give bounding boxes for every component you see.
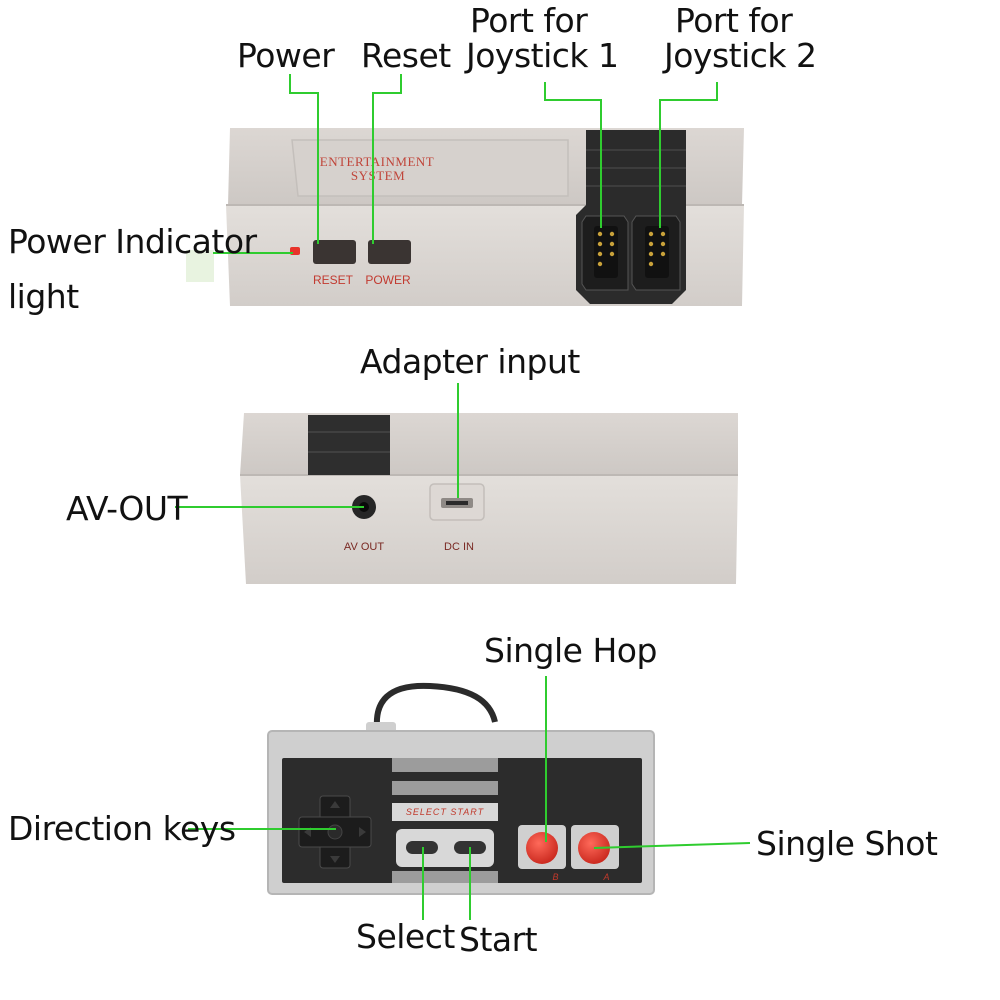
power-button[interactable] [368, 240, 411, 264]
back-rear-face [240, 475, 738, 584]
callout-av-out: AV-OUT [66, 489, 189, 528]
indicator-highlight [186, 250, 214, 282]
callout-reset: Reset [361, 36, 451, 75]
b-button-print: B [552, 872, 559, 882]
select-start-print: SELECT START [406, 807, 485, 817]
callout-direction-keys: Direction keys [8, 809, 236, 848]
reset-leader [372, 74, 402, 244]
reset-button[interactable] [313, 240, 356, 264]
single-shot-leader [593, 842, 751, 849]
callout-power: Power [237, 36, 335, 75]
port1-leader [544, 82, 602, 228]
callout-port2-line2: Joystick 2 [662, 36, 817, 75]
b-button[interactable] [526, 832, 558, 864]
emblem-line2: SYSTEM [351, 168, 405, 183]
joystick-port-2[interactable] [631, 215, 681, 291]
callout-start: Start [459, 920, 538, 959]
av-out-print: AV OUT [344, 541, 384, 553]
callout-adapter-input: Adapter input [360, 342, 580, 381]
power-button-label: POWER [365, 273, 411, 287]
callout-single-hop: Single Hop [484, 631, 657, 670]
a-button-print: A [602, 872, 610, 882]
back-dark-panel [308, 415, 390, 475]
callout-single-shot: Single Shot [756, 824, 938, 863]
joystick-port-1[interactable] [581, 215, 629, 291]
callout-power-indicator-line1: Power Indicator [8, 222, 258, 261]
controller-view: SELECT START B A [267, 682, 655, 895]
console-back-view: AV OUT DC IN [240, 413, 738, 584]
dc-in-port[interactable] [429, 483, 485, 521]
callout-port2-line1: Port for [675, 1, 793, 40]
console-front-view: ENTERTAINMENT SYSTEM RESET POWER [226, 128, 744, 306]
console-lid [291, 139, 569, 197]
emblem-line1: ENTERTAINMENT [320, 154, 434, 169]
direction-pad[interactable] [298, 795, 372, 869]
callout-labels: Power Reset Port for Joystick 1 Port for… [8, 1, 938, 959]
callout-select: Select [356, 917, 455, 956]
leader-lines [175, 74, 751, 920]
callout-port1-line2: Joystick 1 [464, 36, 619, 75]
callout-port1-line1: Port for [470, 1, 588, 40]
dc-in-print: DC IN [444, 541, 474, 553]
power-leader [289, 74, 319, 244]
controller-cable [373, 682, 498, 736]
reset-button-label: RESET [313, 273, 354, 287]
port2-leader [659, 82, 718, 228]
callout-power-indicator-line2: light [8, 277, 79, 316]
